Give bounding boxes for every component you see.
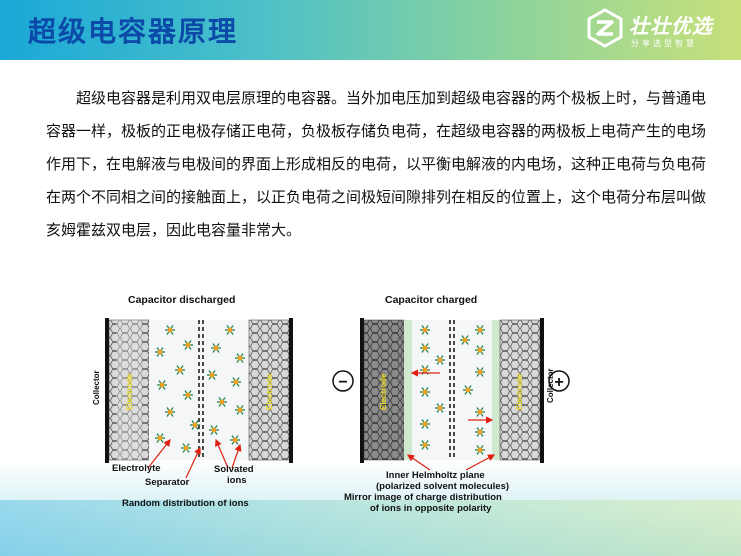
left-callouts: Electrolyte Separator Solvated ions Rand…: [112, 438, 254, 509]
page-title: 超级电容器原理: [28, 15, 239, 48]
left-diagram-title: Capacitor discharged: [128, 294, 235, 306]
plus-symbol: +: [554, 374, 563, 391]
minus-terminal-icon: [332, 370, 354, 392]
callout-polarized: (polarized solvent molecules): [376, 481, 509, 492]
right-electrode-label-left: Electrode: [379, 373, 388, 410]
right-capacitor: − + Electrode Electrode Collector: [332, 318, 570, 463]
left-electrode-label: Electrode: [125, 373, 134, 410]
logo-tagline: 分享选型智慧: [631, 39, 697, 48]
callout-electrolyte: Electrolyte: [112, 463, 161, 474]
brand-logo: 壮壮优选 分享选型智慧: [585, 8, 735, 52]
right-field-arrows: [410, 369, 494, 424]
right-electrode-label-right: Electrode: [515, 373, 524, 410]
right-diagram-title: Capacitor charged: [385, 294, 477, 306]
logo-name: 壮壮优选: [629, 14, 713, 38]
callout-helmholtz: Inner Helmholtz plane: [386, 470, 485, 481]
minus-symbol: −: [338, 374, 347, 391]
right-callouts: Inner Helmholtz plane (polarized solvent…: [344, 454, 509, 514]
header-bar: 超级电容器原理 壮壮优选 分享选型智慧: [0, 0, 741, 60]
left-collector-label: Collector: [92, 370, 101, 405]
left-caption: Random distribution of ions: [122, 498, 249, 509]
callout-ions: ions: [227, 475, 247, 486]
footer-gradient-overlay: [0, 500, 741, 556]
right-caption-line2: of ions in opposite polarity: [370, 503, 492, 514]
plus-terminal-icon: [548, 370, 570, 392]
intro-paragraph: 超级电容器是利用双电层原理的电容器。当外加电压加到超级电容器的两个极板上时，与普…: [46, 89, 707, 239]
left-capacitor: Collector Electrode Electrode: [92, 318, 293, 463]
logo-icon: [587, 8, 623, 48]
callout-separator: Separator: [145, 477, 190, 488]
callout-solvated: Solvated: [214, 464, 254, 475]
right-caption-line1: Mirror image of charge distribution: [344, 492, 502, 503]
right-collector-label: Collector: [546, 368, 555, 403]
left-electrode-label-right: Electrode: [265, 373, 274, 410]
